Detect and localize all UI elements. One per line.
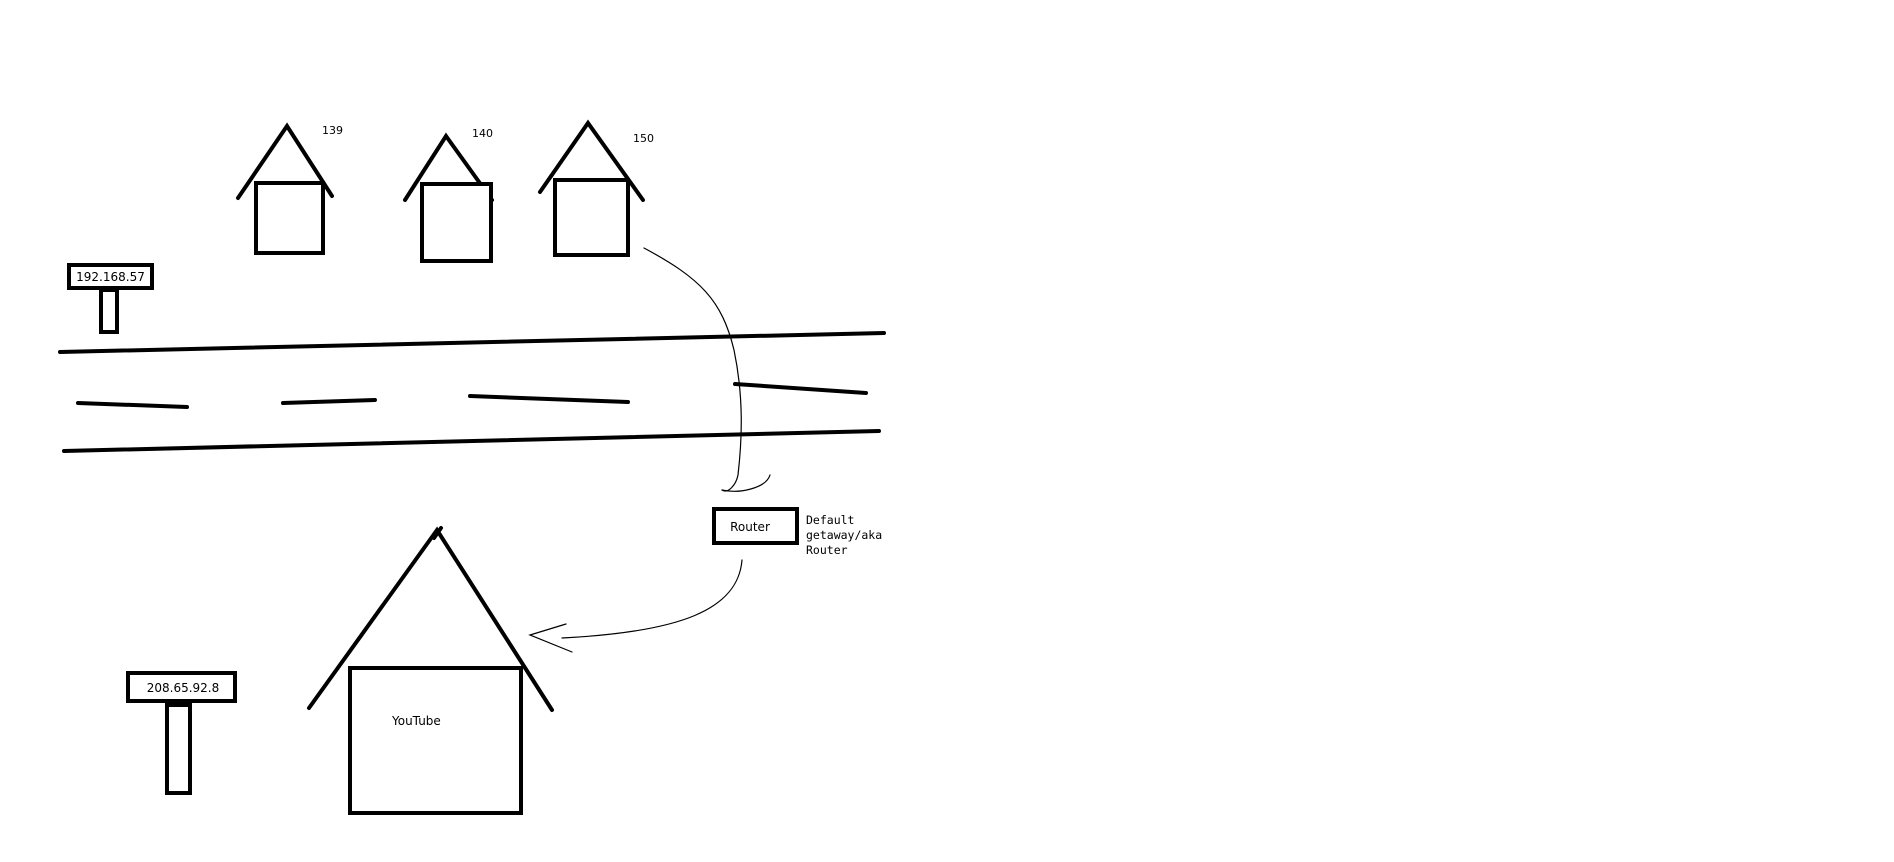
youtube-house-roof xyxy=(307,526,554,712)
road-lane-dash-3 xyxy=(468,394,630,404)
street-sign-label: 192.168.57 xyxy=(76,270,145,284)
arrow-router-to-youtube xyxy=(528,559,743,653)
street-sign: 192.168.57 xyxy=(67,263,154,334)
road-bottom-edge xyxy=(62,429,881,453)
youtube-house-roof-tip xyxy=(432,526,443,540)
arrow-house-to-router-head xyxy=(721,474,771,492)
router-note-line-2: getaway/aka xyxy=(806,528,882,542)
street-sign-board xyxy=(67,263,154,290)
house-150-body xyxy=(553,178,630,257)
youtube-sign-post xyxy=(165,703,192,795)
youtube-house-label: YouTube xyxy=(391,714,441,728)
youtube-sign: 208.65.92.8 xyxy=(126,671,237,795)
house-139-roof xyxy=(236,122,334,200)
road-lane-dash-4 xyxy=(733,382,868,395)
router-label: Router xyxy=(730,520,770,534)
house-150: 150 xyxy=(538,119,654,257)
house-140-number: 140 xyxy=(472,127,493,140)
house-140: 140 xyxy=(403,127,494,263)
house-139-body xyxy=(254,181,325,255)
road xyxy=(58,331,886,453)
house-150-number: 150 xyxy=(633,132,654,145)
road-lane-dash-2 xyxy=(281,398,377,405)
road-lane-dash-1 xyxy=(76,401,189,409)
house-140-roof xyxy=(403,132,494,202)
arrow-router-to-youtube-line xyxy=(561,559,743,639)
house-140-body xyxy=(420,182,493,263)
router-note-line-1: Default xyxy=(806,513,854,527)
arrow-house-to-router-line xyxy=(643,247,742,492)
youtube-sign-board xyxy=(126,671,237,703)
router-box xyxy=(712,507,799,545)
house-139-number: 139 xyxy=(322,124,343,137)
youtube-house-body xyxy=(348,666,523,815)
youtube-house: YouTube xyxy=(307,526,554,815)
router: Router Default getaway/aka Router xyxy=(712,507,882,557)
arrow-house-to-router xyxy=(643,247,771,492)
house-150-roof xyxy=(538,119,645,202)
youtube-sign-label: 208.65.92.8 xyxy=(147,681,220,695)
road-top-edge xyxy=(58,331,886,354)
router-note-line-3: Router xyxy=(806,543,848,557)
street-sign-post xyxy=(99,288,119,334)
house-139: 139 xyxy=(236,122,343,255)
arrow-router-to-youtube-head xyxy=(528,623,573,653)
